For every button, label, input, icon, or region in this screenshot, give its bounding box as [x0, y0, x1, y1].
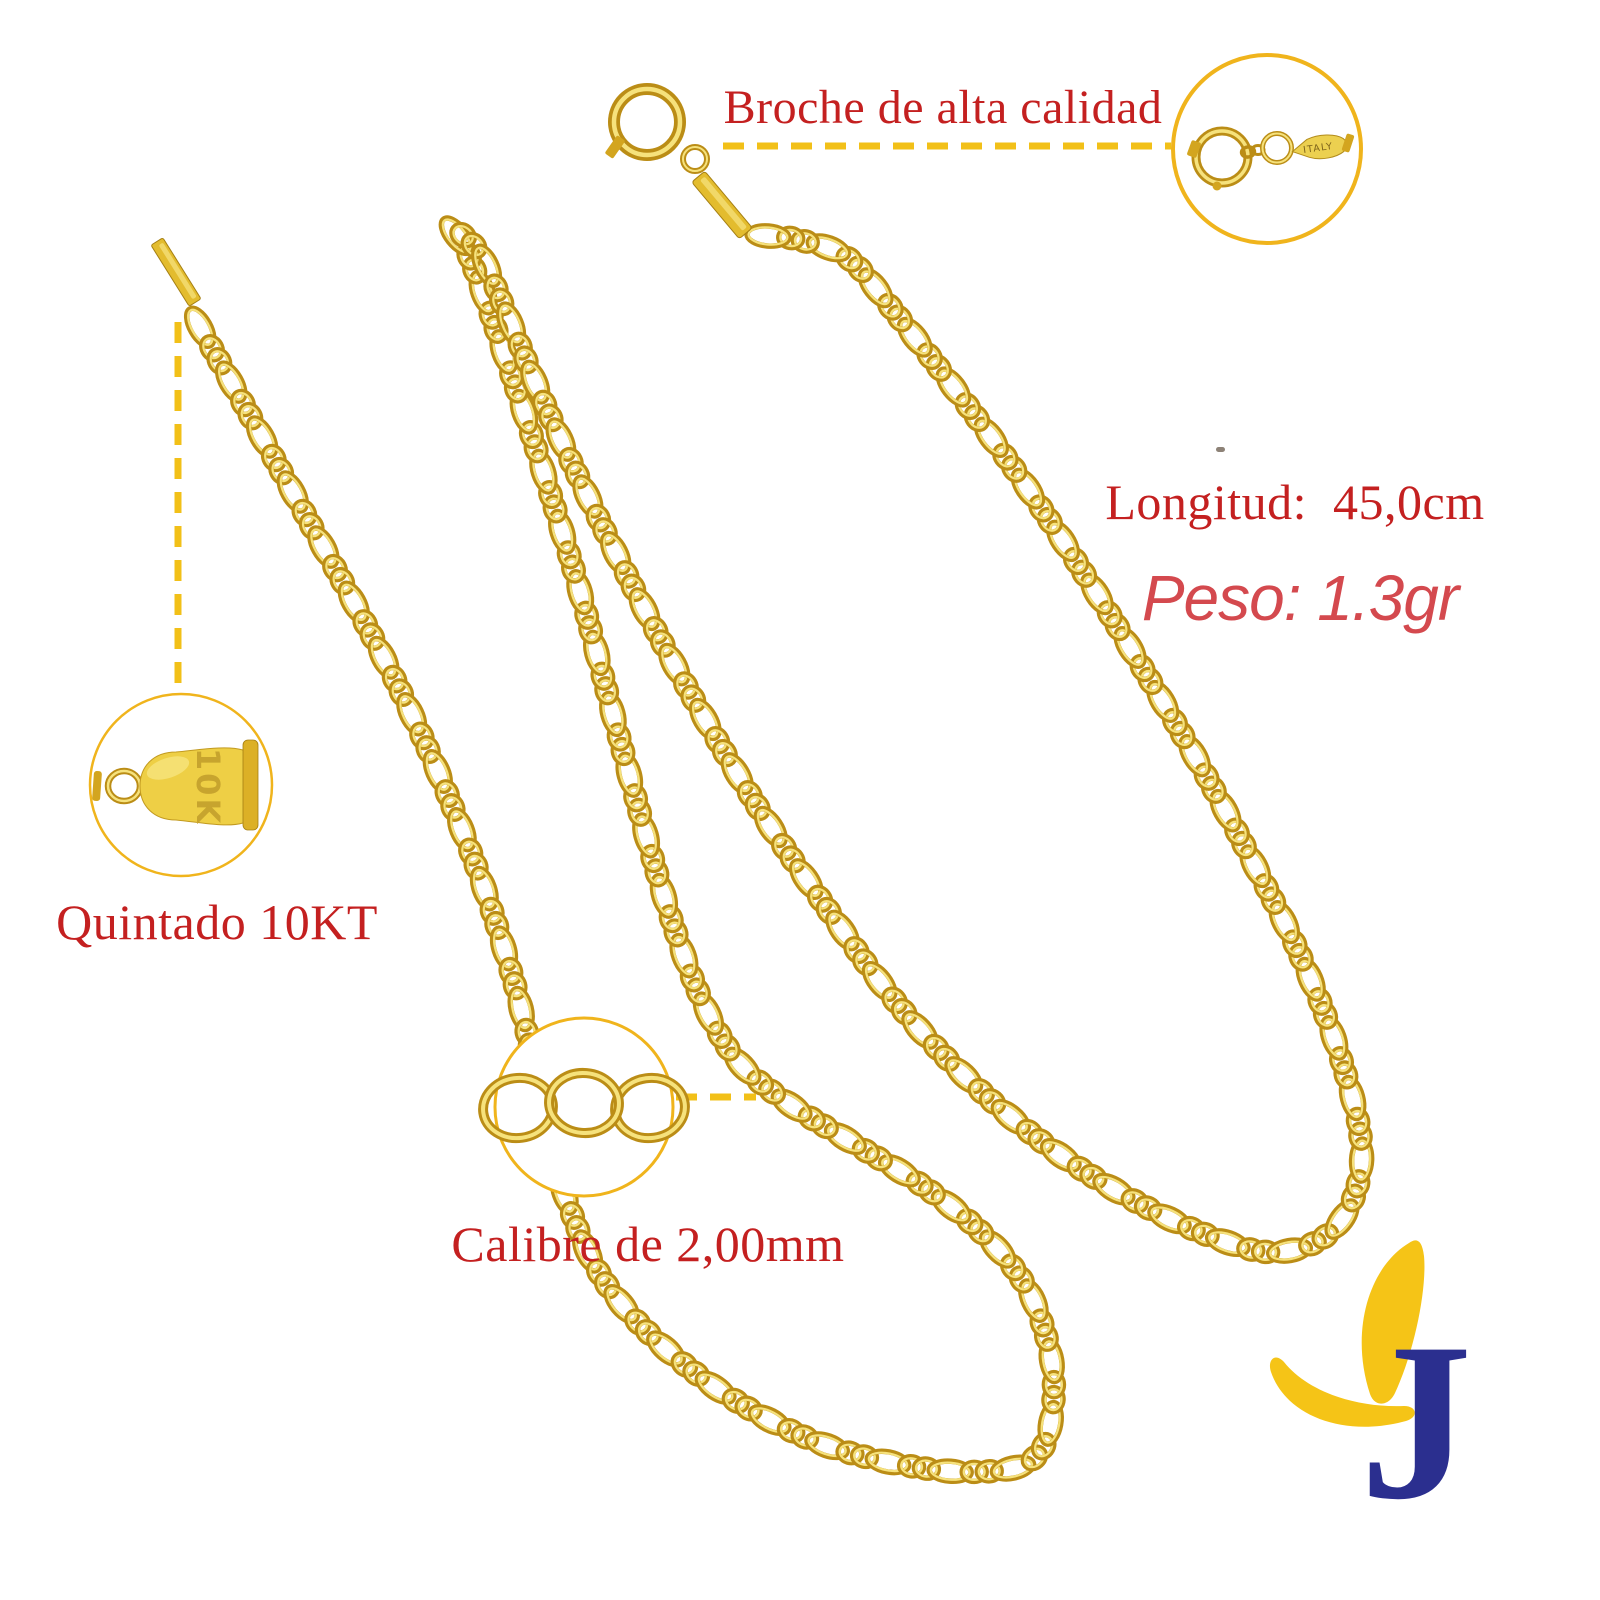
- italy-stamp-text: ITALY: [1302, 141, 1333, 156]
- purity-stamp-text: 10K: [189, 748, 227, 826]
- clasp-knob: [1212, 181, 1222, 191]
- zoomed-chain-links: [478, 1067, 690, 1144]
- logo-butterfly-icon-lower: [1269, 1357, 1415, 1427]
- length-value: Longitud: 45,0cm: [1105, 474, 1485, 530]
- spring-ring-clasp: [605, 83, 752, 239]
- brand-logo: J: [1269, 1240, 1473, 1546]
- gold-chain-photo: [183, 215, 1375, 1485]
- dust-speck: [1216, 447, 1225, 452]
- purity-label: Quintado 10KT: [56, 894, 378, 950]
- chain-end-tag: [151, 238, 201, 306]
- zoomed-purity-tag: 10K: [92, 739, 259, 831]
- weight-value: Peso: 1.3gr: [1141, 562, 1459, 634]
- logo-butterfly-icon: [1361, 1240, 1425, 1404]
- clasp-inset-circle: ITALY: [1171, 53, 1363, 245]
- clasp-label: Broche de alta calidad: [723, 81, 1163, 134]
- logo-letter: J: [1360, 1296, 1473, 1546]
- clasp-bar-tag: [692, 171, 752, 239]
- gauge-label: Calibre de 2,00mm: [451, 1216, 845, 1272]
- gauge-inset-circle: [478, 1016, 690, 1198]
- zoomed-clasp: ITALY: [1187, 126, 1355, 191]
- purity-inset-circle: 10K: [88, 692, 274, 878]
